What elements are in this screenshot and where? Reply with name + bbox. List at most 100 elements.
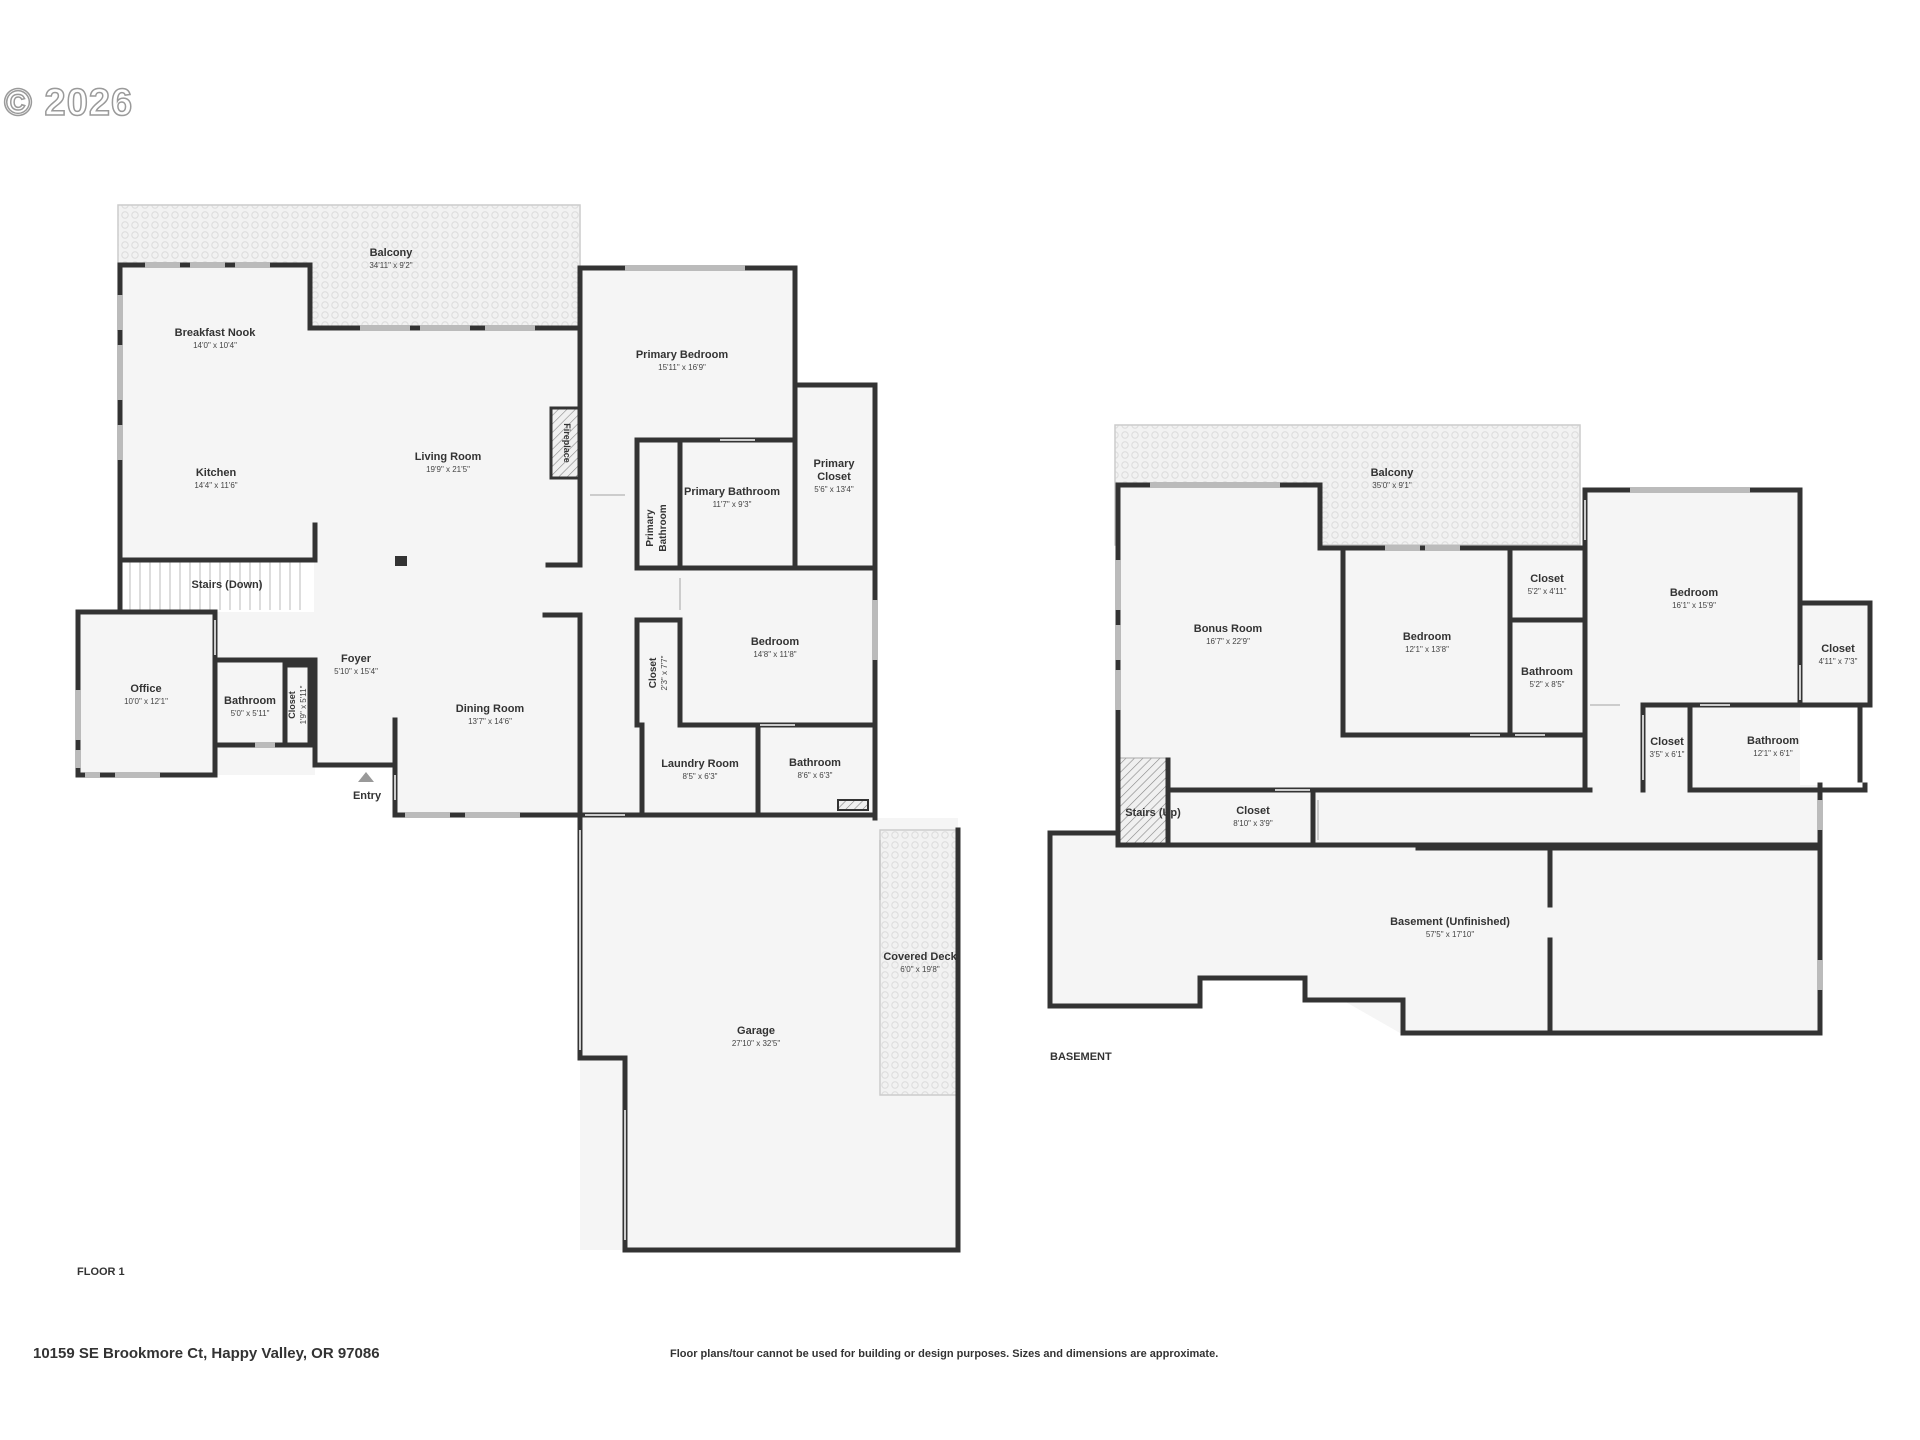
svg-text:Closet: Closet xyxy=(1650,736,1684,748)
room-dim: 5'2" x 8'5" xyxy=(1530,680,1565,689)
svg-text:Primary: Primary xyxy=(814,458,856,470)
room-name: Bedroom xyxy=(1403,631,1452,643)
svg-text:Laundry Room: Laundry Room xyxy=(661,758,739,770)
room-name: Primary Bathroom xyxy=(684,486,780,498)
entry-label: Entry xyxy=(353,790,382,802)
room-name: Closet xyxy=(648,657,659,688)
room-dim: 1'9" x 5'11" xyxy=(299,685,308,724)
room-name: Fireplace xyxy=(562,423,572,463)
svg-text:Dining Room: Dining Room xyxy=(456,703,525,715)
svg-text:12'1" x 13'8": 12'1" x 13'8" xyxy=(1405,645,1449,654)
room-name: Bedroom xyxy=(1670,587,1719,599)
room-name: Foyer xyxy=(341,653,372,665)
svg-text:Stairs (Down): Stairs (Down) xyxy=(192,579,263,591)
room-name: Garage xyxy=(737,1025,775,1037)
room-name: Balcony xyxy=(370,247,414,259)
svg-text:8'5" x 6'3": 8'5" x 6'3" xyxy=(683,772,718,781)
stairs-up-graphic xyxy=(1117,757,1169,844)
room-name: Stairs (Down) xyxy=(192,579,263,591)
room-dim: 6'0" x 19'8" xyxy=(900,965,940,974)
svg-text:Primary: Primary xyxy=(645,509,656,547)
room-dim: 2'3" x 7'7" xyxy=(660,655,669,690)
stairs-down-graphic xyxy=(122,560,314,612)
room-name: Closet xyxy=(817,471,851,483)
basement-plan: Balcony 35'0" x 9'1" Bonus Room 16'7" x … xyxy=(1047,424,1873,1063)
svg-text:14'4" x 11'6": 14'4" x 11'6" xyxy=(194,481,237,490)
room-dim: 5'6" x 13'4" xyxy=(814,485,854,494)
room-dim: 12'1" x 6'1" xyxy=(1753,749,1793,758)
room-dim: 35'0" x 9'1" xyxy=(1372,481,1412,490)
svg-text:57'5" x 17'10": 57'5" x 17'10" xyxy=(1426,930,1474,939)
disclaimer-text: Floor plans/tour cannot be used for buil… xyxy=(670,1348,1219,1360)
svg-text:15'11" x 16'9": 15'11" x 16'9" xyxy=(658,363,706,372)
svg-text:35'0" x 9'1": 35'0" x 9'1" xyxy=(1372,481,1412,490)
svg-text:Bedroom: Bedroom xyxy=(751,636,800,648)
svg-text:Balcony: Balcony xyxy=(1371,467,1415,479)
svg-text:Foyer: Foyer xyxy=(341,653,372,665)
room-name: Breakfast Nook xyxy=(175,327,257,339)
svg-text:8'6" x 6'3": 8'6" x 6'3" xyxy=(798,771,833,780)
room-name: Laundry Room xyxy=(661,758,739,770)
svg-text:14'8" x 11'8": 14'8" x 11'8" xyxy=(753,650,796,659)
svg-text:5'6" x 13'4": 5'6" x 13'4" xyxy=(814,485,854,494)
svg-text:Closet: Closet xyxy=(1530,573,1564,585)
room-dim: 16'7" x 22'9" xyxy=(1206,637,1250,646)
svg-text:Primary Bathroom: Primary Bathroom xyxy=(684,486,780,498)
svg-text:14'0" x 10'4": 14'0" x 10'4" xyxy=(193,341,237,350)
room-name: Bathroom xyxy=(224,695,276,707)
room-dim: 8'10" x 3'9" xyxy=(1233,819,1273,828)
svg-text:16'1" x 15'9": 16'1" x 15'9" xyxy=(1672,601,1716,610)
entry-arrow-icon xyxy=(358,772,374,782)
room-dim: 14'0" x 10'4" xyxy=(193,341,237,350)
svg-text:Bathroom: Bathroom xyxy=(224,695,276,707)
room-dim: 13'7" x 14'6" xyxy=(468,717,512,726)
floor-label: BASEMENT xyxy=(1050,1051,1112,1063)
svg-text:Bedroom: Bedroom xyxy=(1670,587,1719,599)
svg-text:Kitchen: Kitchen xyxy=(196,467,237,479)
room-name: Kitchen xyxy=(196,467,237,479)
svg-text:19'9" x 21'5": 19'9" x 21'5" xyxy=(426,465,470,474)
room-name: Primary xyxy=(814,458,856,470)
svg-text:FLOOR 1: FLOOR 1 xyxy=(77,1266,125,1278)
room-dim: 34'11" x 9'2" xyxy=(369,261,412,270)
svg-text:Entry: Entry xyxy=(353,790,382,802)
svg-text:Bathroom: Bathroom xyxy=(658,504,669,551)
svg-text:Primary Bedroom: Primary Bedroom xyxy=(636,349,729,361)
room-dim: 5'10" x 15'4" xyxy=(334,667,378,676)
room-dim: 12'1" x 13'8" xyxy=(1405,645,1449,654)
room-dim: 10'0" x 12'1" xyxy=(124,697,168,706)
svg-text:13'7" x 14'6": 13'7" x 14'6" xyxy=(468,717,512,726)
room-dim: 3'5" x 6'1" xyxy=(1650,750,1685,759)
svg-text:Living Room: Living Room xyxy=(415,451,482,463)
svg-text:Breakfast Nook: Breakfast Nook xyxy=(175,327,257,339)
room-name: Office xyxy=(130,683,161,695)
svg-text:5'10" x 15'4": 5'10" x 15'4" xyxy=(334,667,378,676)
svg-text:Balcony: Balcony xyxy=(370,247,414,259)
svg-text:Closet: Closet xyxy=(1821,643,1855,655)
svg-text:8'10" x 3'9": 8'10" x 3'9" xyxy=(1233,819,1273,828)
room-dim: 57'5" x 17'10" xyxy=(1426,930,1474,939)
svg-text:5'0" x 5'11": 5'0" x 5'11" xyxy=(231,709,270,718)
svg-text:BASEMENT: BASEMENT xyxy=(1050,1051,1112,1063)
svg-text:Bathroom: Bathroom xyxy=(789,757,841,769)
room-name: Stairs (Up) xyxy=(1125,807,1181,819)
svg-text:Office: Office xyxy=(130,683,161,695)
svg-text:Bedroom: Bedroom xyxy=(1403,631,1452,643)
svg-text:Closet: Closet xyxy=(1236,805,1270,817)
floor-1-plan: Balcony 34'11" x 9'2" Breakfast Nook 14'… xyxy=(75,204,961,1278)
room-name: Balcony xyxy=(1371,467,1415,479)
svg-text:Stairs (Up): Stairs (Up) xyxy=(1125,807,1181,819)
svg-text:Closet: Closet xyxy=(817,471,851,483)
room-dim: 19'9" x 21'5" xyxy=(426,465,470,474)
svg-text:10'0" x 12'1": 10'0" x 12'1" xyxy=(124,697,168,706)
room-dim: 5'0" x 5'11" xyxy=(231,709,270,718)
svg-text:5'2" x 4'11": 5'2" x 4'11" xyxy=(1528,587,1567,596)
room-name: Dining Room xyxy=(456,703,525,715)
svg-text:Bonus Room: Bonus Room xyxy=(1194,623,1263,635)
room-name: Closet xyxy=(1236,805,1270,817)
room-name: Closet xyxy=(1530,573,1564,585)
room-dim: 8'6" x 6'3" xyxy=(798,771,833,780)
room-dim: 15'11" x 16'9" xyxy=(658,363,706,372)
room-dim: 4'11" x 7'3" xyxy=(1819,657,1858,666)
floor-label: FLOOR 1 xyxy=(77,1266,125,1278)
